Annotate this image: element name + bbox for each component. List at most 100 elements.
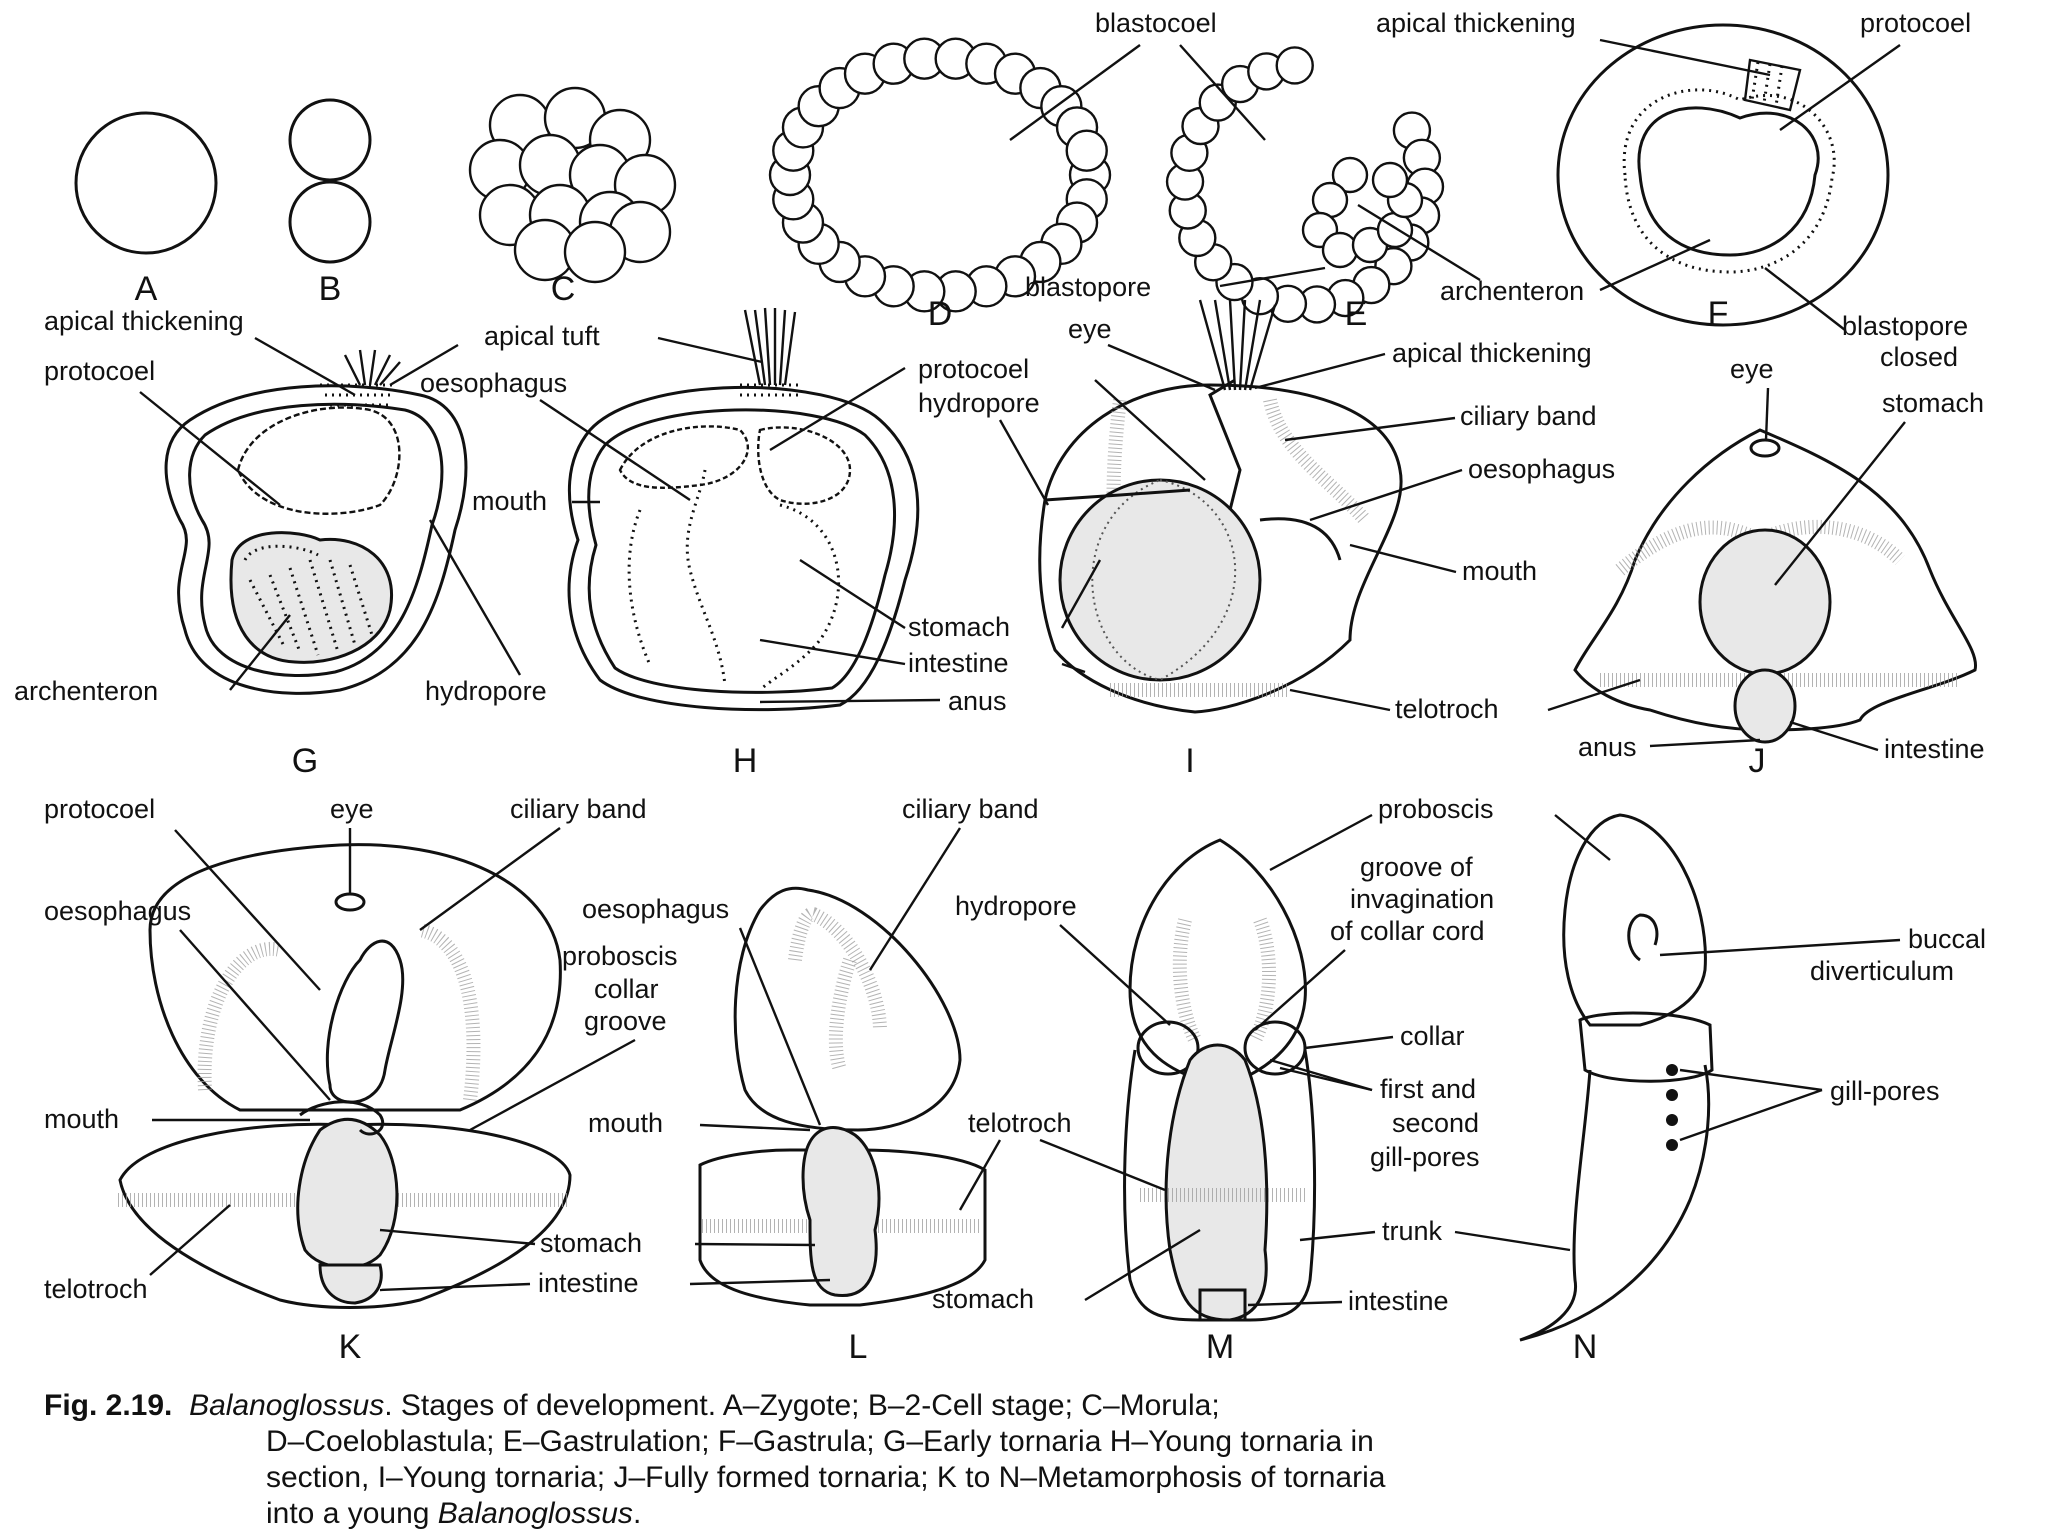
label-mouth-h: mouth: [472, 486, 547, 516]
stage-c-morula: [468, 86, 677, 284]
stage-letter-c: C: [551, 270, 576, 308]
caption-line-3: section, I–Young tornaria; J–Fully forme…: [266, 1461, 1386, 1494]
label-ciliary-band-l: ciliary band: [902, 794, 1039, 824]
label-ciliary-band-i: ciliary band: [1460, 401, 1597, 431]
stage-letter-b: B: [319, 270, 342, 308]
label-proboscis-collar-groove-2: collar: [594, 974, 659, 1004]
stage-letter-f: F: [1708, 295, 1729, 333]
stage-j-fully-formed-tornaria: [1573, 428, 1978, 744]
invaginating-cell: [1321, 231, 1359, 269]
label-stomach-k: stomach: [540, 1228, 642, 1258]
label-first-second-2: second: [1392, 1108, 1479, 1138]
stage-letter-k: K: [339, 1328, 362, 1366]
label-apical-thickening-f: apical thickening: [1376, 8, 1576, 38]
label-buccal-diverticulum-1: buccal: [1908, 924, 1986, 954]
stage-k-metamorphosis: [118, 843, 572, 1309]
label-ciliary-band-k: ciliary band: [510, 794, 647, 824]
stage-h-young-tornaria-section: [567, 307, 920, 712]
caption-figure-number: Fig. 2.19.: [44, 1389, 173, 1422]
label-mouth-l: mouth: [588, 1108, 663, 1138]
stage-letter-j: J: [1749, 742, 1766, 780]
label-protocoel-g: protocoel: [44, 356, 155, 386]
stage-d-coeloblastula: [768, 37, 1112, 313]
stage-l-metamorphosis: [698, 886, 987, 1307]
stage-letter-g: G: [292, 742, 318, 780]
label-oesophagus-k: oesophagus: [44, 896, 191, 926]
stage-letter-h: H: [733, 742, 758, 780]
stage-a-zygote: A: [74, 111, 218, 308]
blastula-cell: [1065, 129, 1108, 172]
label-blastopore-closed-1: blastopore: [1842, 311, 1968, 341]
label-blastopore-closed-2: closed: [1880, 342, 1958, 372]
label-oesophagus-h: oesophagus: [420, 368, 567, 398]
label-stomach-h: stomach: [908, 612, 1010, 642]
label-hydropore-g: hydropore: [425, 676, 547, 706]
label-telotroch-k: telotroch: [44, 1274, 148, 1304]
stage-n-metamorphosis: [1519, 813, 1714, 1342]
label-protocoel-h: protocoel: [918, 354, 1029, 384]
label-intestine-m: intestine: [1348, 1286, 1449, 1316]
label-first-second-1: first and: [1380, 1074, 1476, 1104]
caption-line1-text: . Stages of development. A–Zygote; B–2-C…: [384, 1389, 1220, 1422]
caption-line-1: Fig. 2.19. Balanoglossus. Stages of deve…: [44, 1388, 2024, 1424]
label-mouth-k: mouth: [44, 1104, 119, 1134]
invaginating-cell: [1331, 156, 1369, 194]
label-archenteron-g: archenteron: [14, 676, 158, 706]
label-apical-thickening-g: apical thickening: [44, 306, 244, 336]
caption-line4-genus: Balanoglossus: [437, 1497, 633, 1530]
caption-genus: Balanoglossus: [189, 1389, 385, 1422]
stage-letter-e: E: [1345, 295, 1368, 333]
label-proboscis-collar-groove-3: groove: [584, 1006, 667, 1036]
invaginating-cell: [1371, 161, 1409, 199]
stage-letter-i: I: [1185, 742, 1194, 780]
label-intestine-j: intestine: [1884, 734, 1985, 764]
stage-g-early-tornaria: [164, 349, 468, 695]
label-mouth-i: mouth: [1462, 556, 1537, 586]
label-protocoel-k: protocoel: [44, 794, 155, 824]
label-anus-h: anus: [948, 686, 1007, 716]
stage-letter-n: N: [1573, 1328, 1598, 1366]
caption-line4-suffix: .: [632, 1497, 642, 1530]
label-buccal-diverticulum-2: diverticulum: [1810, 956, 1954, 986]
label-gill-pores-n: gill-pores: [1830, 1076, 1940, 1106]
label-eye-j: eye: [1730, 354, 1774, 384]
caption-line-4: into a young Balanoglossus.: [44, 1496, 2024, 1532]
label-collar-m: collar: [1400, 1021, 1465, 1051]
label-intestine-h: intestine: [908, 648, 1009, 678]
label-oesophagus-i: oesophagus: [1468, 454, 1615, 484]
label-anus-j: anus: [1578, 732, 1637, 762]
figure-caption: Fig. 2.19. Balanoglossus. Stages of deve…: [44, 1388, 2024, 1532]
label-stomach-j: stomach: [1882, 388, 1984, 418]
stage-m-metamorphosis: [1123, 838, 1317, 1322]
gastrula-cell: [1275, 46, 1314, 85]
label-eye-k: eye: [330, 794, 374, 824]
label-apical-thickening-i: apical thickening: [1392, 338, 1592, 368]
label-groove-invagination-3: of collar cord: [1330, 916, 1485, 946]
label-oesophagus-l: oesophagus: [582, 894, 729, 924]
stage-letter-a: A: [135, 270, 158, 308]
stage-letter-m: M: [1206, 1328, 1234, 1366]
label-proboscis-m: proboscis: [1378, 794, 1494, 824]
label-apical-tuft: apical tuft: [484, 321, 600, 351]
label-first-second-3: gill-pores: [1370, 1142, 1480, 1172]
stage-e-gastrulation: [1165, 46, 1445, 324]
label-archenteron-e: archenteron: [1440, 276, 1584, 306]
label-telotroch-i: telotroch: [1395, 694, 1499, 724]
label-telotroch-l: telotroch: [968, 1108, 1072, 1138]
label-groove-invagination-1: groove of: [1360, 852, 1473, 882]
label-hydropore-m: hydropore: [955, 891, 1077, 921]
stage-letter-l: L: [849, 1328, 868, 1366]
stage-i-young-tornaria: [1038, 299, 1403, 714]
label-groove-invagination-2: invagination: [1350, 884, 1494, 914]
stage-f-gastrula: [1556, 23, 1890, 327]
label-stomach-m: stomach: [932, 1284, 1034, 1314]
label-eye-i: eye: [1068, 314, 1112, 344]
caption-line-2: D–Coeloblastula; E–Gastrulation; F–Gastr…: [266, 1425, 1374, 1458]
label-intestine-k: intestine: [538, 1268, 639, 1298]
label-protocoel-f: protocoel: [1860, 8, 1971, 38]
caption-line4-prefix: into a young: [266, 1497, 438, 1530]
label-blastopore-e: blastopore: [1025, 272, 1151, 302]
label-blastocoel: blastocoel: [1095, 8, 1217, 38]
stage-b-two-cell: B: [288, 98, 372, 308]
